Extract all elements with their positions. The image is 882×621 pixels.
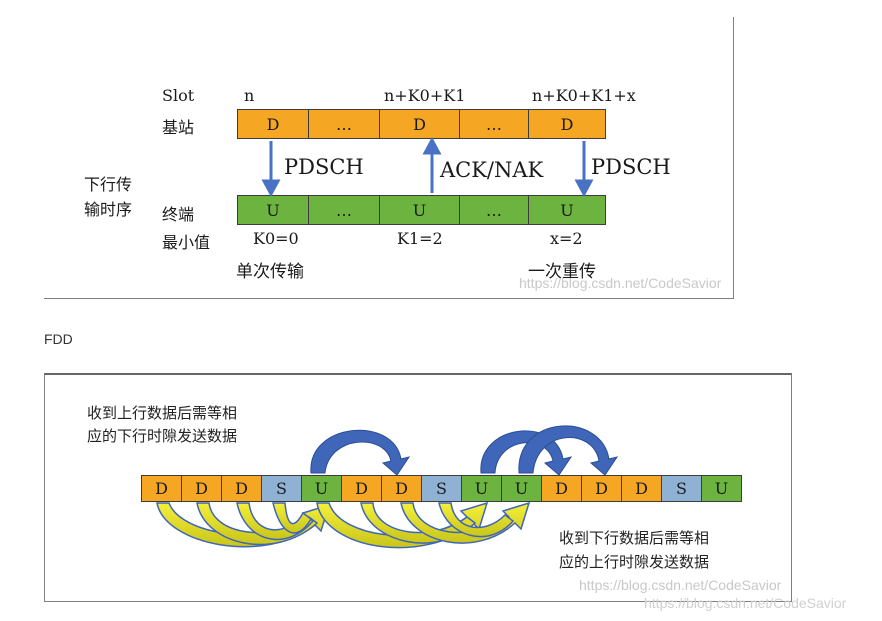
fdd-cell: D bbox=[141, 475, 182, 502]
terminal-cell: … bbox=[308, 195, 380, 225]
fdd-cell: S bbox=[261, 475, 302, 502]
fdd-cell: D bbox=[221, 475, 262, 502]
arrow-label-pdsch-1: PDSCH bbox=[284, 155, 364, 179]
slot-value-k0k1: n+K0+K1 bbox=[384, 86, 466, 105]
arrow-label-ack: ACK/NAK bbox=[440, 158, 544, 182]
fdd-cell: D bbox=[381, 475, 422, 502]
base-cell: … bbox=[459, 109, 529, 139]
downlink-note-line-2: 应的上行时隙发送数据 bbox=[559, 553, 710, 571]
watermark: https://blog.csdn.net/CodeSavior bbox=[579, 577, 782, 593]
fdd-cell: U bbox=[701, 475, 742, 502]
watermark: https://blog.csdn.net/CodeSavior bbox=[519, 275, 722, 291]
blue-arc-1 bbox=[310, 429, 411, 476]
base-cell: D bbox=[237, 109, 309, 139]
uplink-note-line-1: 收到上行数据后需等相 bbox=[87, 404, 238, 422]
terminal-cell: … bbox=[459, 195, 529, 225]
terminal-cell: U bbox=[379, 195, 460, 225]
slot-row-label: Slot bbox=[162, 86, 195, 105]
fdd-label: FDD bbox=[44, 331, 73, 347]
slot-value-n: n bbox=[244, 86, 255, 105]
blue-arc-arrows bbox=[310, 425, 619, 476]
min-value-k0: K0=0 bbox=[253, 229, 299, 248]
fdd-cell: S bbox=[661, 475, 702, 502]
uplink-note-line-2: 应的下行时隙发送数据 bbox=[87, 427, 238, 445]
fdd-cell: U bbox=[301, 475, 342, 502]
fdd-timing-diagram: 收到上行数据后需等相 应的下行时隙发送数据 D D D S U D D S U … bbox=[44, 373, 792, 602]
min-value-label: 最小值 bbox=[162, 233, 211, 252]
terminal-label: 终端 bbox=[162, 205, 195, 224]
base-cell: D bbox=[528, 109, 606, 139]
terminal-cell: U bbox=[528, 195, 606, 225]
min-value-x: x=2 bbox=[550, 229, 583, 248]
pdsch-arrow-1-head bbox=[261, 179, 281, 198]
note-one-retransmission: 一次重传 bbox=[528, 262, 596, 282]
page-watermark: https://blog.csdn.net/CodeSavior bbox=[644, 595, 847, 611]
yellow-arc-4 bbox=[272, 502, 312, 534]
fdd-cell: D bbox=[621, 475, 662, 502]
arrow-label-pdsch-2: PDSCH bbox=[591, 155, 671, 179]
base-station-label: 基站 bbox=[162, 118, 195, 137]
pdsch-arrow-2-head bbox=[574, 179, 594, 198]
downlink-note-line-1: 收到下行数据后需等相 bbox=[559, 529, 710, 547]
side-label-line-2: 输时序 bbox=[84, 200, 133, 219]
yellow-arc-8 bbox=[438, 502, 515, 538]
min-value-k1: K1=2 bbox=[397, 229, 443, 248]
fdd-cell: D bbox=[341, 475, 382, 502]
timing-arrows bbox=[261, 136, 594, 198]
note-single-transmission: 单次传输 bbox=[236, 262, 304, 282]
base-cell: … bbox=[308, 109, 380, 139]
blue-arc-3 bbox=[518, 425, 619, 476]
slot-value-k0k1x: n+K0+K1+x bbox=[532, 86, 636, 105]
tdd-timing-diagram: Slot 基站 终端 最小值 下行传 输时序 n n+K0+K1 n+K0+K1… bbox=[44, 17, 734, 299]
fdd-cell: D bbox=[581, 475, 622, 502]
base-cell: D bbox=[379, 109, 460, 139]
terminal-cell: U bbox=[237, 195, 309, 225]
side-label-line-1: 下行传 bbox=[84, 175, 133, 194]
ack-arrow-head bbox=[422, 136, 442, 155]
yellow-arc-arrows bbox=[156, 501, 531, 549]
